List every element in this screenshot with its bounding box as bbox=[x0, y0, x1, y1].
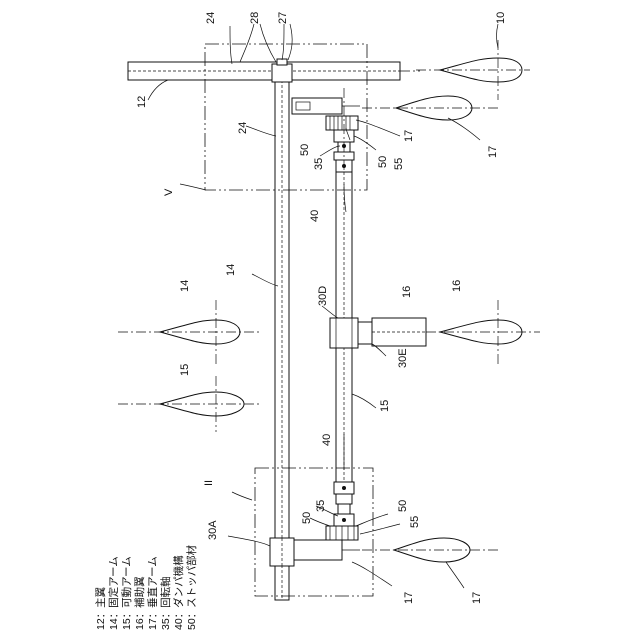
label-55-bottom: 55 bbox=[409, 516, 421, 528]
label-16-wing: 16 bbox=[451, 280, 463, 292]
legend-item: 35：回転軸 bbox=[159, 576, 172, 630]
label-14-wing: 14 bbox=[179, 280, 191, 292]
label-50-b: 50 bbox=[377, 156, 389, 168]
label-50-a: 50 bbox=[299, 144, 311, 156]
legend-item: 12：主翼 bbox=[95, 586, 107, 630]
label-14-arm: 14 bbox=[225, 264, 237, 276]
airfoil-10 bbox=[416, 40, 530, 100]
label-50-d: 50 bbox=[397, 500, 409, 512]
airfoil-17-top bbox=[362, 96, 500, 120]
airfoil-15 bbox=[118, 376, 260, 432]
label-35-top: 35 bbox=[313, 158, 325, 170]
label-17-a: 17 bbox=[403, 130, 415, 142]
label-40-top: 40 bbox=[309, 210, 321, 222]
label-30d: 30D bbox=[317, 286, 329, 306]
airfoil-16 bbox=[426, 300, 540, 364]
label-17-b: 17 bbox=[487, 146, 499, 158]
legend-item: 50：ストッパ部材 bbox=[185, 544, 198, 630]
label-15-wing: 15 bbox=[179, 364, 191, 376]
legend-item: 40：ダンパ機構 bbox=[172, 555, 185, 630]
airfoil-14 bbox=[118, 300, 260, 364]
label-17-d: 17 bbox=[471, 592, 483, 604]
label-24-mid: 24 bbox=[237, 122, 249, 134]
top-joint-assembly bbox=[272, 59, 360, 172]
label-12: 12 bbox=[136, 96, 148, 108]
legend-item: 17：垂直アーム bbox=[146, 556, 159, 630]
label-v: V bbox=[163, 188, 175, 196]
legend-item: 14：固定アーム bbox=[107, 556, 120, 630]
label-10: 10 bbox=[495, 12, 507, 24]
label-55-top: 55 bbox=[393, 158, 405, 170]
fixed-arm-14 bbox=[275, 80, 289, 600]
legend-item: 15：可動アーム bbox=[120, 556, 133, 630]
airfoil-17-bottom bbox=[362, 538, 500, 562]
legend-item: 16：補助翼 bbox=[133, 576, 146, 630]
middle-joint-assembly bbox=[330, 318, 426, 348]
label-24-top: 24 bbox=[205, 12, 217, 24]
label-16-arm: 16 bbox=[401, 286, 413, 298]
label-30a: 30A bbox=[207, 520, 219, 540]
bottom-joint-assembly bbox=[270, 482, 360, 566]
label-28: 28 bbox=[249, 12, 261, 24]
label-35-bottom: 35 bbox=[315, 500, 327, 512]
label-15-arm: 15 bbox=[379, 400, 391, 412]
label-30e: 30E bbox=[397, 348, 409, 368]
label-27: 27 bbox=[277, 12, 289, 24]
label-40-bottom: 40 bbox=[321, 434, 333, 446]
label-ii: II bbox=[203, 480, 215, 486]
label-50-c: 50 bbox=[301, 512, 313, 524]
label-17-c: 17 bbox=[403, 592, 415, 604]
legend: 12：主翼 14：固定アーム 15：可動アーム 16：補助翼 17：垂直アーム … bbox=[95, 544, 198, 630]
